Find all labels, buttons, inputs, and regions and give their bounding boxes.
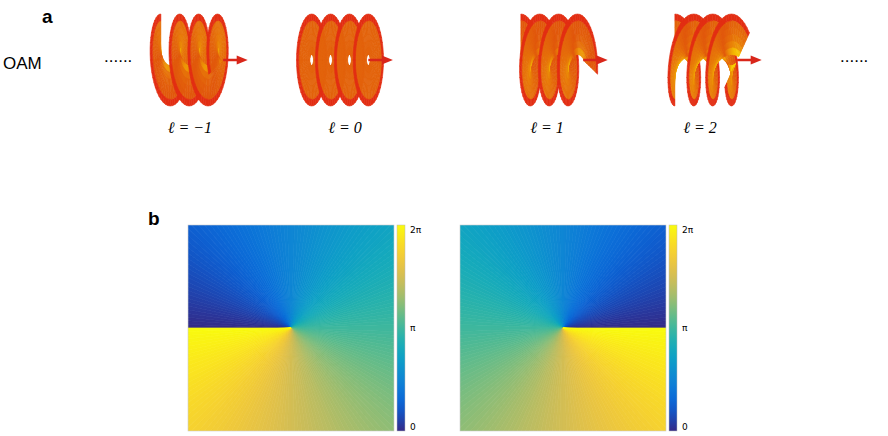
surface-patch (188, 60, 191, 66)
surface-patch (170, 92, 172, 99)
surface-patch (170, 99, 172, 106)
surface-patch (189, 99, 191, 106)
surface-patch (150, 54, 152, 60)
surface-patch (207, 54, 209, 60)
surface-patch (207, 60, 210, 66)
surface-patch (169, 60, 172, 66)
oam-wavefront (150, 14, 248, 106)
surface-patch (189, 92, 191, 99)
oam-wavefront (297, 14, 393, 106)
surface-patch (188, 54, 190, 60)
surface-patch (169, 54, 171, 60)
arrow-head (237, 56, 248, 65)
surface-patch (208, 99, 210, 106)
surface-patch (208, 92, 210, 99)
surface-patch (150, 60, 153, 66)
